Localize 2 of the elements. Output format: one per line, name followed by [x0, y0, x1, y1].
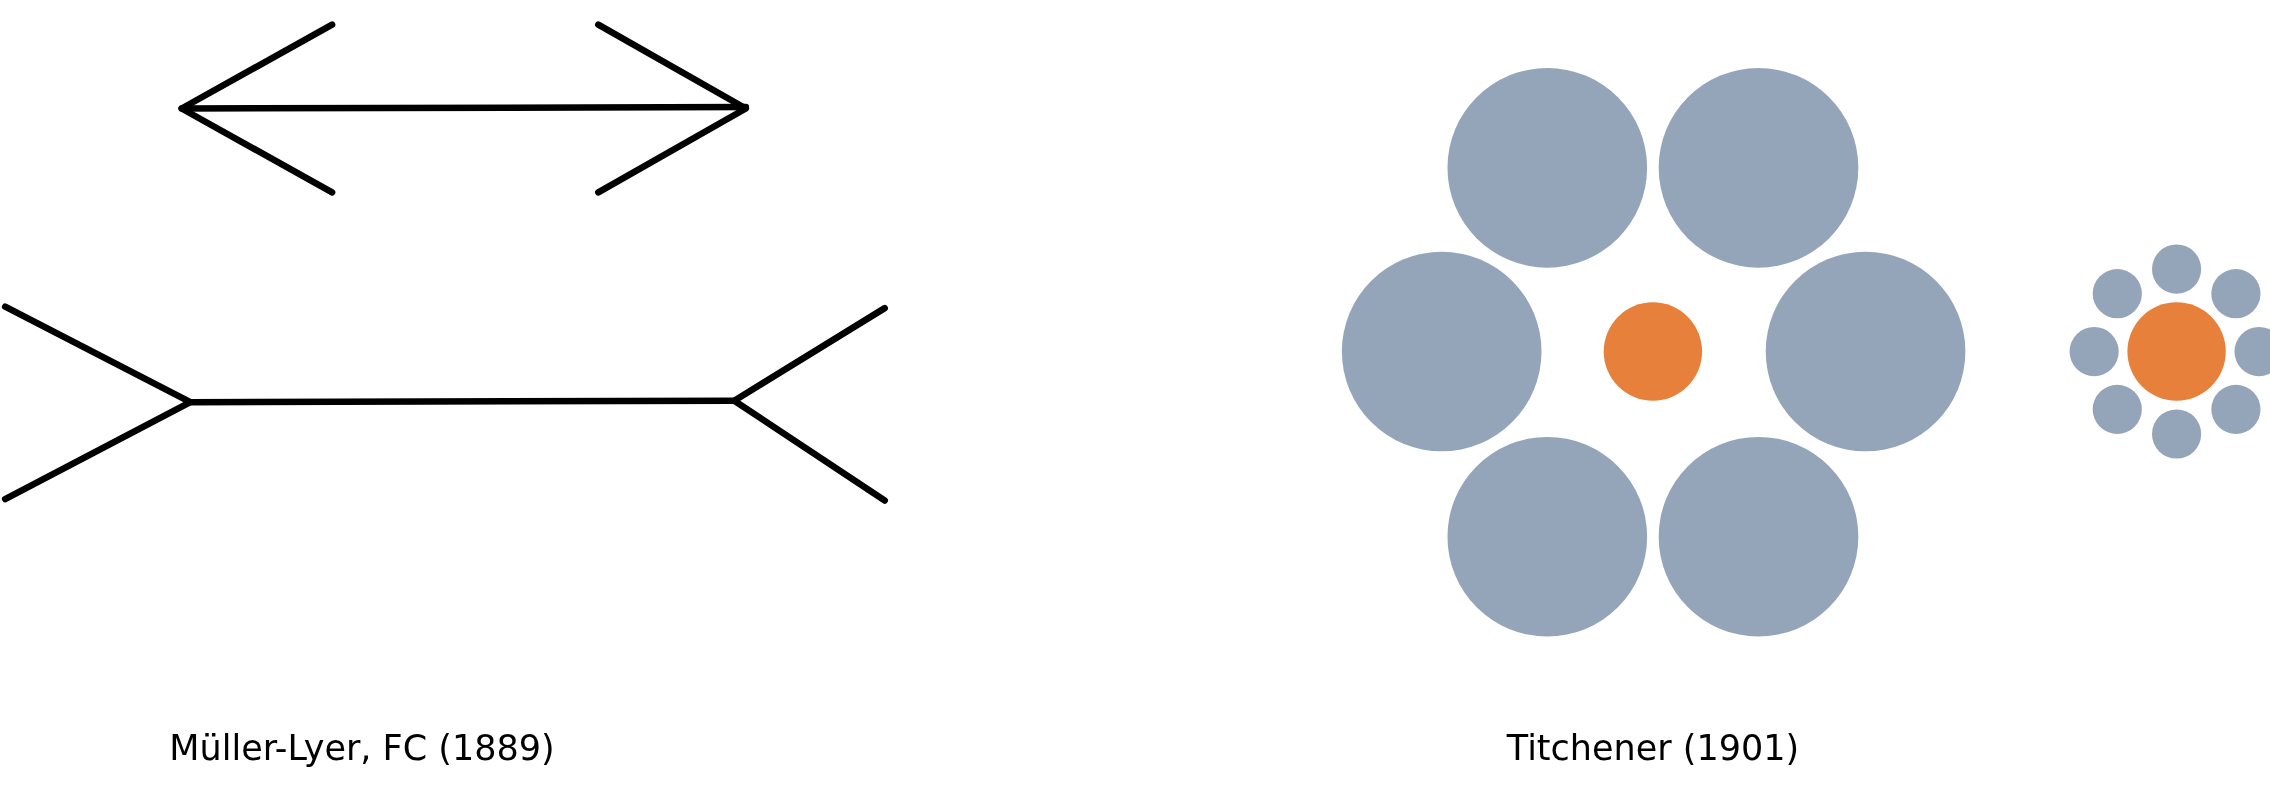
figure-caption: Müller-Lyer, FC (1889) [169, 728, 555, 768]
figure-caption: Titchener (1901) [1506, 728, 1800, 768]
